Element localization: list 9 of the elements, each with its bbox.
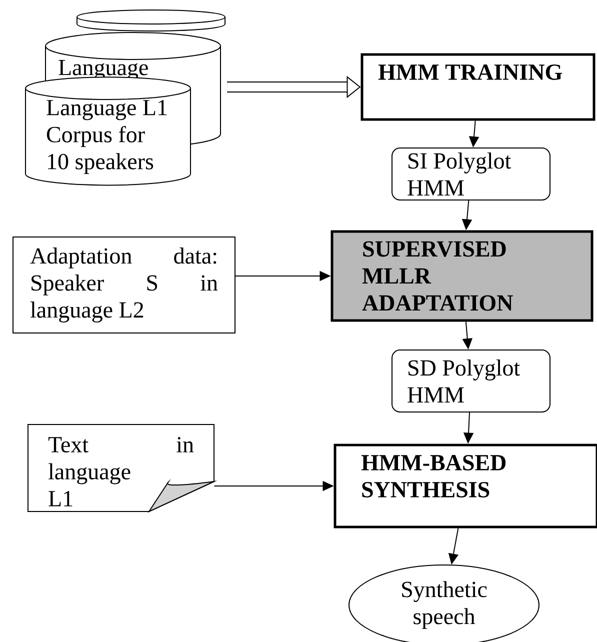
database-cylinder [76,10,226,32]
process-box: HMM-BASED SYNTHESIS [334,444,597,528]
process-box: HMM TRAINING [360,53,596,121]
input-box: Adaptation data: Speaker S in language L2 [12,236,236,334]
process-box: SUPERVISED MLLR ADAPTATION [330,230,594,322]
model-box: SI Polyglot HMM [392,148,550,200]
model-box: SD Polyglot HMM [392,350,550,412]
database-cylinder: Language L1 Corpus for 10 speakers [25,76,191,186]
document-box: Text in language L1 [28,424,214,512]
